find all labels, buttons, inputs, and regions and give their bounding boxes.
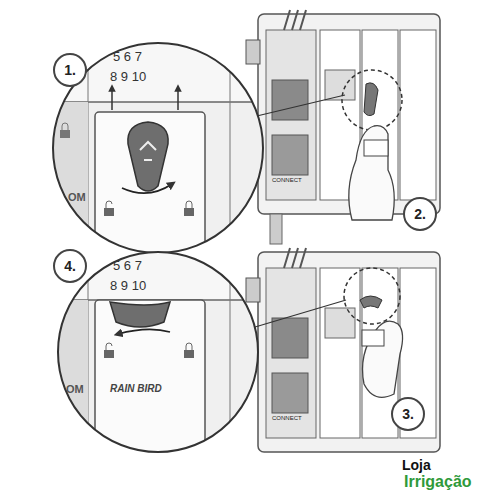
step-number: 1. bbox=[64, 63, 76, 77]
brand-logo: RAIN BIRD bbox=[110, 384, 162, 394]
step-callout: 4. bbox=[53, 249, 87, 283]
controller-bottom bbox=[246, 248, 440, 452]
step-number: 4. bbox=[64, 259, 76, 273]
panel-label: 8 9 10 bbox=[110, 70, 146, 83]
controller-top bbox=[246, 10, 440, 244]
step-callout: 3. bbox=[391, 397, 425, 431]
panel-label: CONNECT bbox=[272, 415, 302, 421]
panel-label: CONNECT bbox=[272, 177, 302, 183]
watermark: Loja bbox=[402, 458, 431, 472]
panel-label: 8 9 10 bbox=[110, 279, 146, 292]
magnified-view-4 bbox=[50, 250, 270, 460]
watermark: Irrigação bbox=[404, 474, 472, 490]
step-callout: 2. bbox=[403, 197, 437, 231]
panel-label: 5 6 7 bbox=[113, 50, 142, 63]
magnified-view-1 bbox=[40, 40, 280, 262]
panel-label: OM bbox=[66, 384, 84, 395]
step-callout: 1. bbox=[53, 53, 87, 87]
panel-label: 5 6 7 bbox=[113, 259, 142, 272]
step-number: 3. bbox=[402, 407, 414, 421]
panel-label: OM bbox=[68, 192, 86, 203]
step-number: 2. bbox=[414, 207, 426, 221]
